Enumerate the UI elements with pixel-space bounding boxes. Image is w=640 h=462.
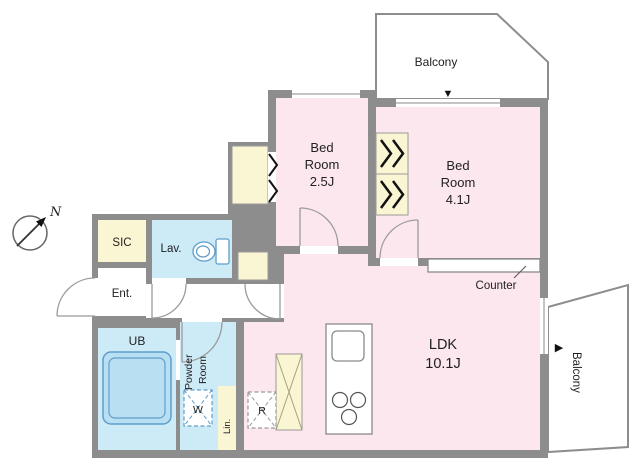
lavatory-label: Lav. xyxy=(161,243,182,255)
powder-door-arc xyxy=(181,321,223,363)
bedroom-small-door-opening xyxy=(300,246,338,254)
kitchen-sink xyxy=(331,330,365,362)
washer-diagonal xyxy=(183,389,213,427)
bedroom-large-door-arc xyxy=(379,219,419,259)
cupboard-diagonal-line xyxy=(275,353,303,431)
balcony-right-outline xyxy=(547,283,629,454)
entrance-label: Ent. xyxy=(112,288,132,300)
bedroom-small-label-1: Bed xyxy=(310,140,333,155)
sic-label: SIC xyxy=(112,237,131,249)
bedroom-large-door-opening xyxy=(380,258,418,266)
bedroom-small-label-2: Room xyxy=(305,157,340,172)
north-arrow-icon xyxy=(36,217,46,227)
labels: Bed Room 2.5J Bed Room 4.1J LDK 10.1J SI… xyxy=(112,140,476,434)
balcony-top-label: Balcony xyxy=(415,55,458,69)
entrance-door-arc xyxy=(56,277,96,317)
ldk-label-2: 10.1J xyxy=(425,356,460,372)
bathtub-inner xyxy=(108,357,166,419)
entrance-door-opening xyxy=(92,278,98,316)
lavatory-door-arc xyxy=(151,283,187,319)
washer-label: W xyxy=(193,404,203,416)
balcony-right-label: Balcony xyxy=(570,352,582,393)
powder-door-opening xyxy=(182,318,222,322)
bathtub-outer xyxy=(102,351,172,425)
ldk-label-1: LDK xyxy=(429,337,458,353)
closet-door-icon xyxy=(391,180,405,209)
closet-door-icon xyxy=(268,153,279,177)
linen-closet-floor xyxy=(218,386,236,450)
hallway-floor xyxy=(146,284,276,318)
counter-leader-line xyxy=(513,265,527,279)
rooms xyxy=(98,98,540,450)
counter-label: Counter xyxy=(476,280,517,292)
balcony-entry-arrow-icon: ▼ xyxy=(443,88,454,100)
refrigerator-diagonal xyxy=(247,391,277,429)
refrigerator-space: R xyxy=(247,391,277,429)
toilet-bowl-inner xyxy=(195,245,211,258)
bedroom-small-label-3: 2.5J xyxy=(310,174,335,189)
toilet-icon xyxy=(192,238,230,265)
north-label: N xyxy=(49,205,62,220)
entrance-floor xyxy=(98,268,146,316)
bedroom-small-door-arc xyxy=(299,207,339,247)
kitchen xyxy=(325,323,373,435)
toilet-tank xyxy=(215,238,230,265)
closet-door-icon xyxy=(379,139,393,168)
bedroom-small-closet-opening xyxy=(268,152,276,202)
lavatory-door-opening xyxy=(152,278,186,284)
closet-door-icon xyxy=(268,179,279,203)
balcony-right: Balcony ▶ xyxy=(547,283,629,454)
compass: N xyxy=(12,205,62,251)
stove-burner xyxy=(331,391,349,409)
unit-bath-label: UB xyxy=(129,334,146,348)
balcony-right-entry-arrow-icon: ▶ xyxy=(555,342,564,354)
compass-needle xyxy=(16,222,41,247)
ldk-door-arc xyxy=(244,283,281,320)
windows xyxy=(292,90,548,354)
hall-shelf xyxy=(237,251,269,281)
door-arcs xyxy=(56,207,419,363)
bedroom-small-floor xyxy=(276,98,368,246)
stove-burner xyxy=(340,408,358,426)
storage xyxy=(231,132,409,431)
closet-door-icon xyxy=(391,139,405,168)
counter: Counter xyxy=(427,258,541,292)
stove-burner xyxy=(349,391,367,409)
balcony-top: Balcony ▼ xyxy=(375,13,549,100)
refrigerator-label: R xyxy=(258,405,266,417)
bathtub-icon xyxy=(102,351,172,425)
bedroom-small-closet xyxy=(231,145,269,205)
closet-door-icon xyxy=(379,180,393,209)
powder-room-label-2: Room xyxy=(197,356,209,384)
counter-top xyxy=(427,258,541,273)
bedroom-large-label-3: 4.1J xyxy=(446,192,471,207)
washer-space: W xyxy=(183,389,213,427)
bedroom-large-label-1: Bed xyxy=(446,158,469,173)
sic-floor xyxy=(98,220,146,262)
bath-door-opening xyxy=(176,340,180,380)
fixtures: W R Counter xyxy=(102,238,541,435)
balcony-top-outline xyxy=(375,13,549,100)
powder-room-label-1: Powder xyxy=(183,354,195,390)
bedroom-large-label-2: Room xyxy=(441,175,476,190)
ldk-floor xyxy=(244,254,540,450)
linen-label: Lin. xyxy=(222,419,233,434)
